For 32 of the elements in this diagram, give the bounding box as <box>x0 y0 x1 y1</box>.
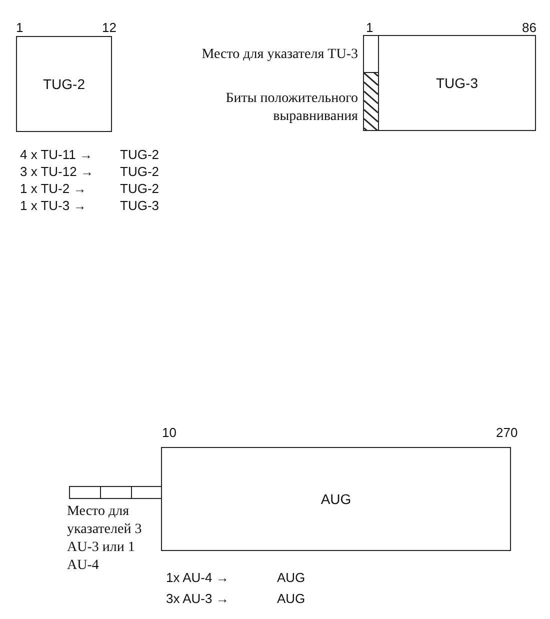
cell-box <box>363 35 379 73</box>
mapping-text: TUG-2 <box>120 181 159 196</box>
mapping-text: 1 x TU-3 → <box>20 198 86 213</box>
frame-label: TUG-3 <box>436 75 478 91</box>
mapping-text: 1 x TU-2 → <box>20 181 86 196</box>
cell-box <box>100 486 132 499</box>
mapping-text: 3 x TU-12 → <box>20 164 94 179</box>
mapping-text: 1x AU-4 → <box>166 570 229 585</box>
mapping-text: 3x AU-3 → <box>166 591 229 606</box>
mapping-text: TUG-2 <box>120 147 159 162</box>
column-number: 10 <box>162 425 176 440</box>
pointer-note: Место для указателя TU-3 <box>200 46 358 64</box>
column-number: 86 <box>522 20 536 35</box>
frame-box <box>378 35 536 131</box>
frame-label: TUG-2 <box>43 76 85 92</box>
mapping-text: 4 x TU-11 → <box>20 147 92 162</box>
cell-box <box>131 486 162 499</box>
frame-box <box>16 36 112 132</box>
frame-label: AUG <box>320 491 352 507</box>
column-number: 12 <box>102 20 116 35</box>
column-number: 1 <box>366 20 374 35</box>
stuffing-note: Биты положительного выравнивания <box>224 90 358 126</box>
mapping-text: AUG <box>277 591 306 606</box>
cell-box <box>69 486 101 499</box>
mapping-text: TUG-2 <box>120 164 159 179</box>
column-number: 1 <box>16 20 24 35</box>
frame-box <box>161 447 511 551</box>
mapping-text: AUG <box>277 570 306 585</box>
hatched-cell <box>363 72 379 131</box>
column-number: 270 <box>496 425 518 440</box>
pointer-note: Место для указателей 3 AU-3 или 1 AU-4 <box>67 503 143 575</box>
mapping-text: TUG-3 <box>120 198 159 213</box>
